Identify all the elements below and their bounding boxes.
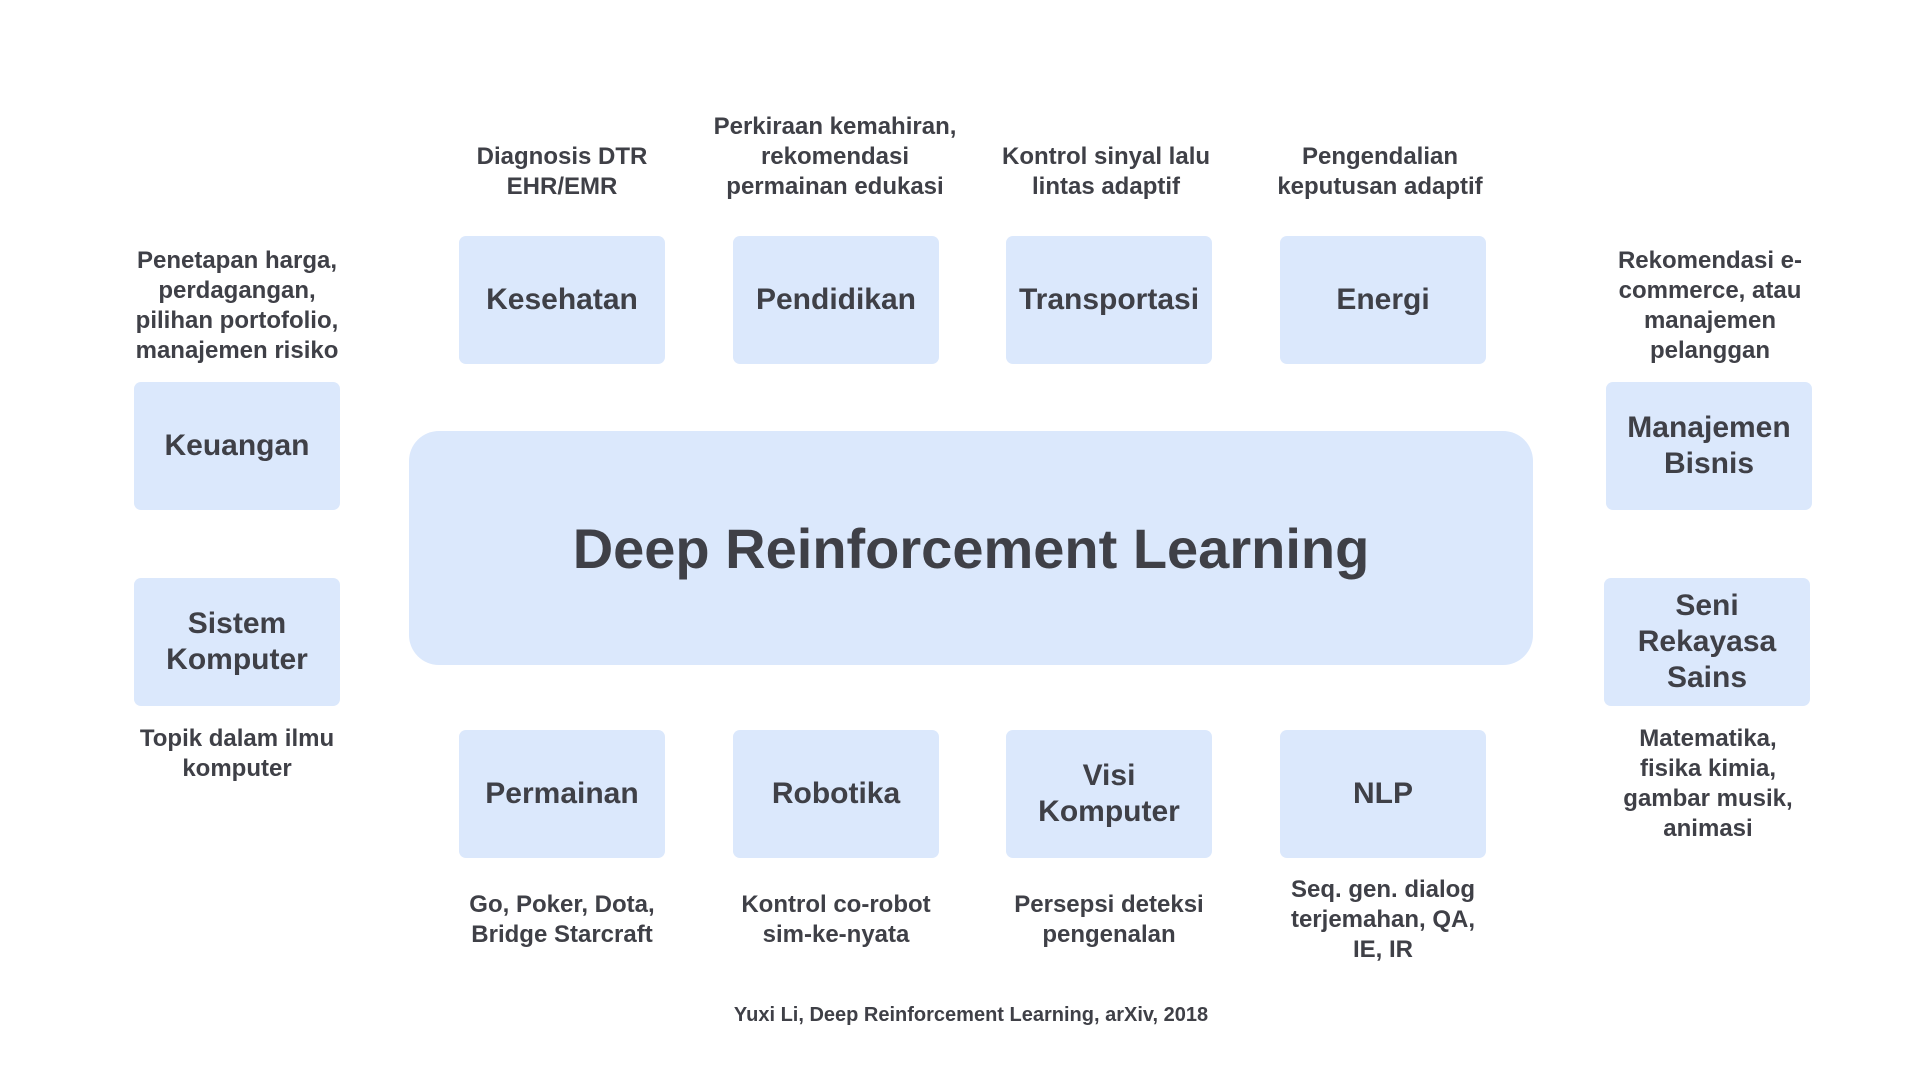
desc-seni-rekayasa-sains: Matematika, fisika kimia, gambar musik, …: [1623, 725, 1793, 842]
desc-nlp: Seq. gen. dialog terjemahan, QA, IE, IR: [1290, 876, 1476, 963]
desc-sistem-komputer: Topik dalam ilmu komputer: [139, 725, 335, 782]
desc-manajemen-bisnis: Rekomendasi e- commerce, atau manajemen …: [1617, 247, 1803, 364]
box-seni-rekayasa-sains: Seni Rekayasa Sains: [1604, 578, 1810, 706]
desc-permainan: Go, Poker, Dota, Bridge Starcraft: [469, 891, 655, 948]
box-permainan: Permainan: [459, 730, 665, 858]
box-kesehatan: Kesehatan: [459, 236, 665, 364]
center-title: Deep Reinforcement Learning: [572, 516, 1370, 580]
citation: Yuxi Li, Deep Reinforcement Learning, ar…: [733, 1004, 1209, 1026]
box-energi: Energi: [1280, 236, 1486, 364]
center-box: Deep Reinforcement Learning: [409, 431, 1533, 665]
desc-visi-komputer: Persepsi deteksi pengenalan: [1014, 891, 1204, 948]
box-keuangan: Keuangan: [134, 382, 340, 510]
desc-transportasi: Kontrol sinyal lalu lintas adaptif: [1001, 143, 1211, 200]
box-transportasi: Transportasi: [1006, 236, 1212, 364]
desc-kesehatan: Diagnosis DTR EHR/EMR: [476, 143, 648, 200]
box-visi-komputer: Visi Komputer: [1006, 730, 1212, 858]
box-sistem-komputer: Sistem Komputer: [134, 578, 340, 706]
desc-energi: Pengendalian keputusan adaptif: [1277, 143, 1483, 200]
desc-robotika: Kontrol co-robot sim-ke-nyata: [741, 891, 931, 948]
desc-pendidikan: Perkiraan kemahiran, rekomendasi permain…: [713, 113, 957, 200]
box-manajemen-bisnis: Manajemen Bisnis: [1606, 382, 1812, 510]
box-robotika: Robotika: [733, 730, 939, 858]
box-pendidikan: Pendidikan: [733, 236, 939, 364]
box-nlp: NLP: [1280, 730, 1486, 858]
desc-keuangan: Penetapan harga, perdagangan, pilihan po…: [135, 247, 339, 364]
